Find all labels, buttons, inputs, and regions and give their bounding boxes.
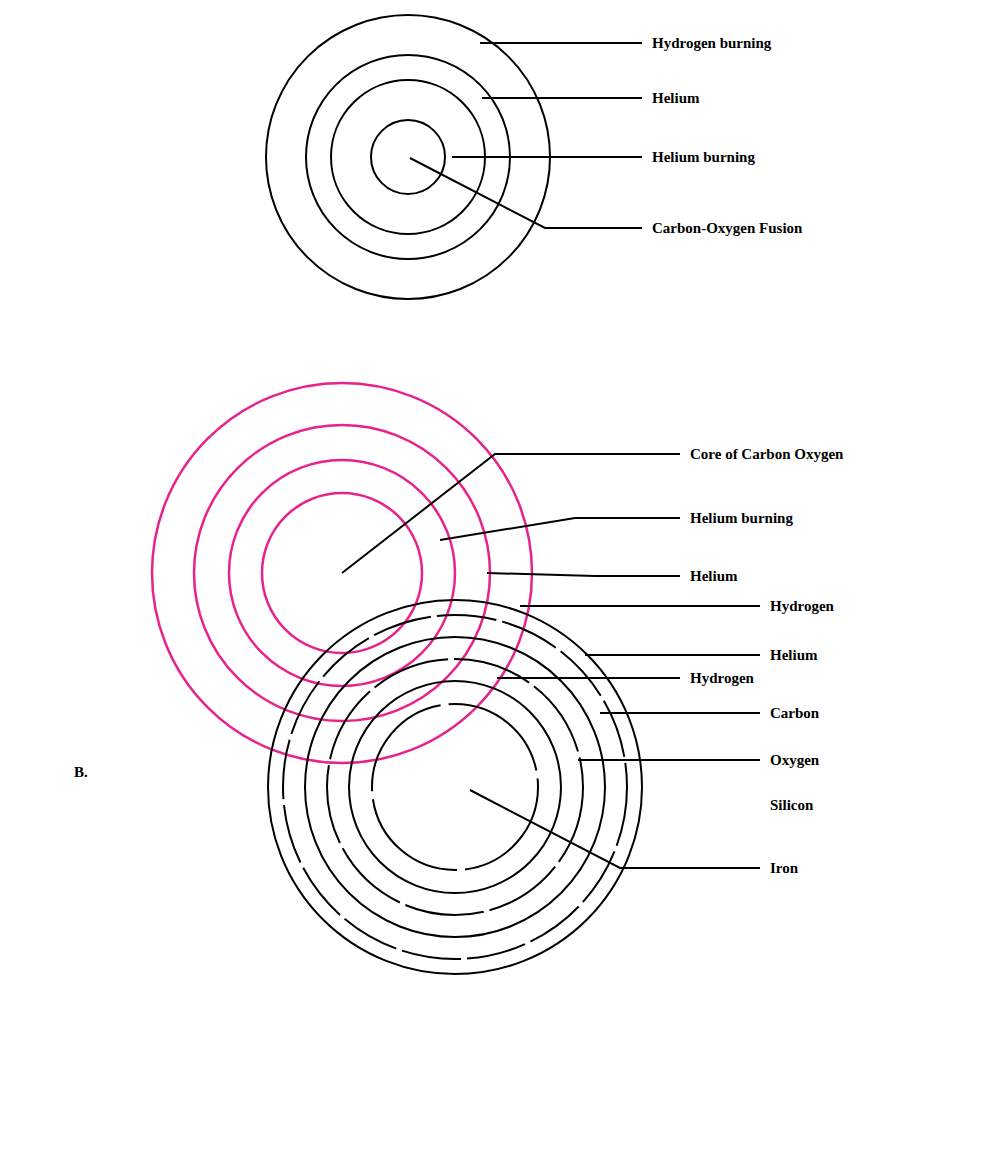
leader-line [520, 605, 760, 607]
layer-label: Helium burning [650, 148, 757, 166]
layer-label: Iron [768, 859, 800, 877]
layer-label: Helium [768, 646, 820, 664]
leader-line [585, 654, 760, 656]
layer-label: Hydrogen burning [650, 34, 773, 52]
layer-label: Helium burning [688, 509, 795, 527]
leader-line [410, 158, 642, 228]
star-one [266, 15, 642, 299]
leader-line [578, 759, 760, 761]
leader-line [600, 712, 760, 714]
layer-label: Carbon-Oxygen Fusion [650, 219, 804, 237]
layer-label: Silicon [768, 796, 815, 814]
leader-line [440, 518, 680, 540]
layer-label: Core of Carbon Oxygen [688, 445, 845, 463]
leader-line [452, 156, 642, 158]
leader-line [480, 42, 642, 44]
layer-label: Helium [688, 567, 740, 585]
panel-letter: B. [72, 763, 90, 781]
shell-ring [268, 600, 642, 974]
leader-line [470, 790, 760, 868]
layer-label: Helium [650, 89, 702, 107]
layer-label: Hydrogen [688, 669, 756, 687]
shell-ring [349, 681, 561, 893]
shell-ring [283, 615, 627, 959]
star-two-leaders [342, 454, 680, 678]
shell-ring [327, 659, 583, 915]
layer-label: Oxygen [768, 751, 821, 769]
leader-line [487, 573, 680, 576]
shell-ring [372, 704, 538, 870]
star-three [268, 600, 760, 974]
layer-label: Hydrogen [768, 597, 836, 615]
layer-label: Carbon [768, 704, 821, 722]
leader-line [342, 454, 680, 573]
shell-ring [305, 637, 605, 937]
shell-ring [371, 120, 445, 194]
leader-line [482, 97, 642, 99]
